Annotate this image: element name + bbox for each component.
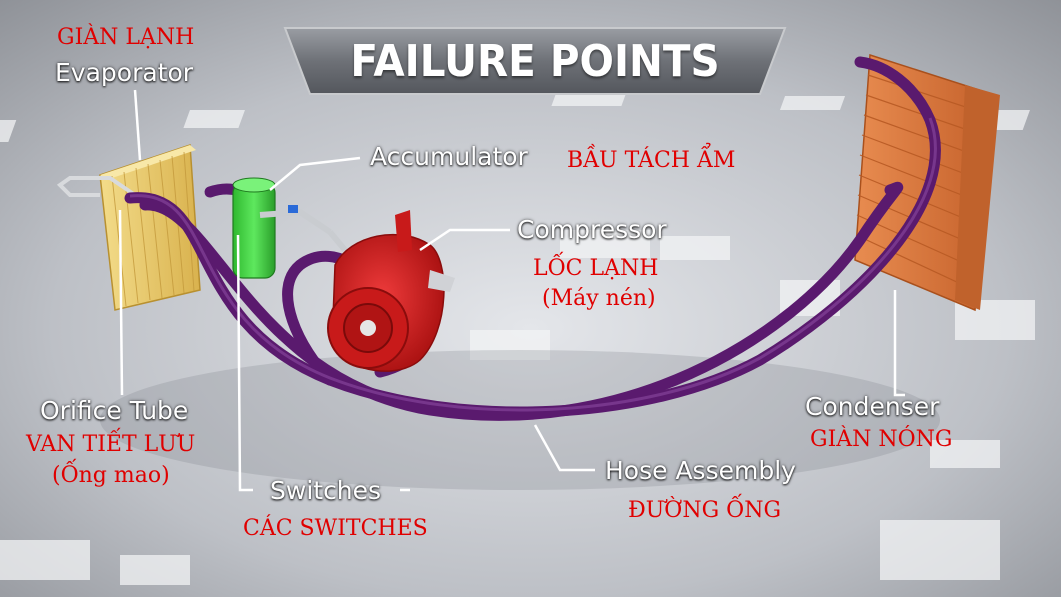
hose-assembly-label-vi: ĐƯỜNG ỐNG [628,498,782,523]
orifice-tube-label-vi-sub: (Ống mao) [52,463,170,488]
leader-lines [118,89,905,492]
switch-fitting [288,205,298,213]
compressor-label-vi: LỐC LẠNH [533,256,659,281]
evaporator [99,143,201,311]
accumulator-pipe [259,208,332,235]
evaporator-label-vi: GIÀN LẠNH [57,25,195,50]
evaporator-label: Evaporator [55,58,194,87]
condenser-label: Condenser [805,392,940,421]
orifice-tube-label-vi: VAN TIẾT LƯU [26,432,196,457]
accumulator-label: Accumulator [370,142,528,171]
condenser-label-vi: GIÀN NÓNG [810,427,953,452]
switches-label: Switches [270,476,382,505]
hose-assembly-label: Hose Assembly [605,456,796,485]
title-banner [283,27,787,95]
compressor-label: Compressor [517,215,667,244]
accumulator-label-vi: BẦU TÁCH ẨM [567,148,736,173]
compressor-label-vi-sub: (Máy nén) [542,286,656,311]
orifice-tube-label: Orifice Tube [40,396,189,425]
page-title: FAILURE POINTS [350,35,720,87]
compressor-pipe [327,230,348,252]
compressor [327,210,455,372]
switches-label-vi: CÁC SWITCHES [243,516,428,541]
hose-highlight [129,117,937,412]
evaporator-pipe [56,176,137,197]
